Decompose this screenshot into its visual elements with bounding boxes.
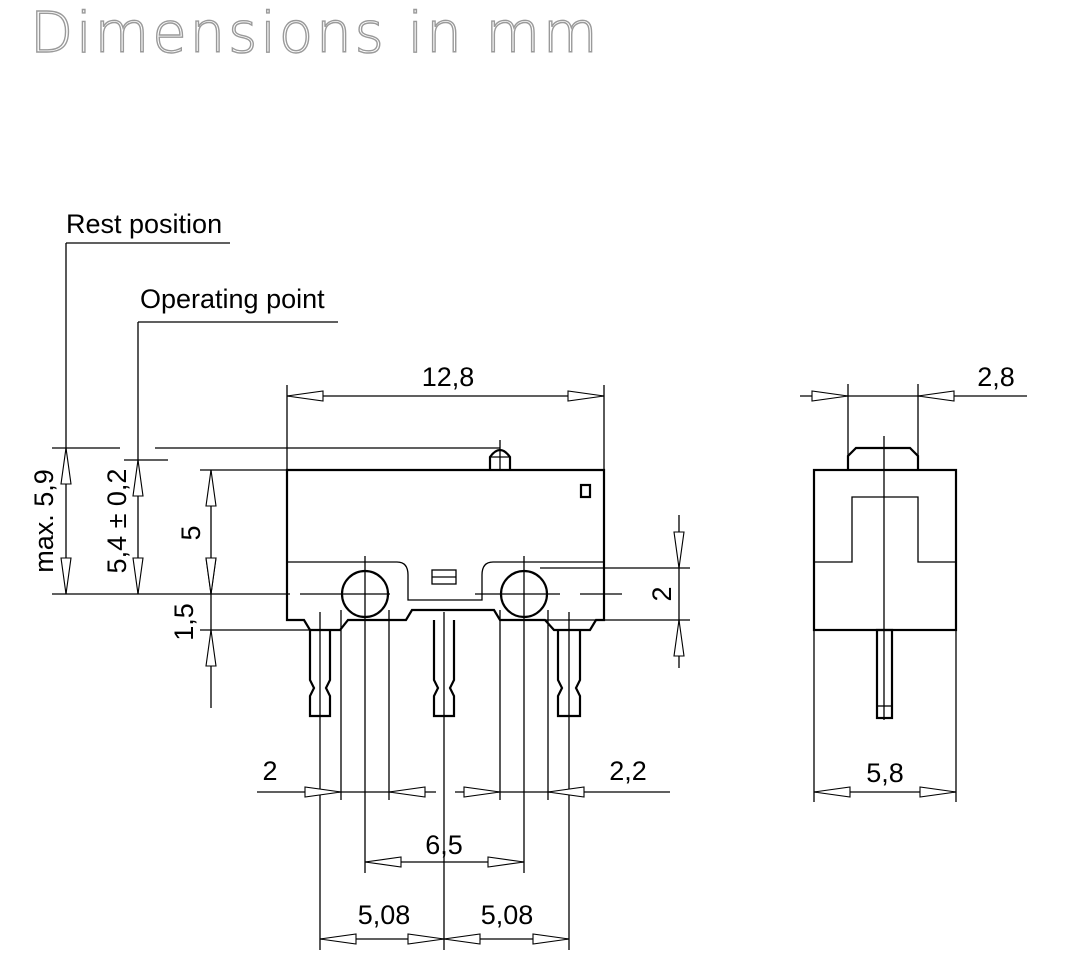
dim-side-width-label: 5,8 — [866, 758, 904, 788]
dim-operating-height-label: 5,4 ± 0,2 — [102, 469, 132, 574]
page-title: Dimensions in mm — [29, 1, 601, 66]
dim-pin-left-label: 2 — [262, 756, 277, 786]
body-marker — [579, 483, 592, 499]
front-body-outline — [285, 468, 606, 632]
dim-actuator-width-label: 2,8 — [977, 362, 1015, 392]
dim-max-height-label: max. 5,9 — [29, 469, 59, 573]
front-view-dimensions: 12,8 Rest position Operating point max. … — [29, 209, 690, 950]
dim-pitch-right-label: 5,08 — [481, 900, 534, 930]
side-view: 2,8 5,8 — [800, 362, 1027, 802]
dim-pin-right-label: 2,2 — [609, 756, 647, 786]
dim-length-label: 12,8 — [422, 362, 475, 392]
side-body-outline — [812, 468, 958, 632]
dim-body-height-label: 5 — [176, 525, 206, 540]
side-pin — [875, 628, 894, 720]
dim-pitch-left-label: 5,08 — [358, 900, 411, 930]
side-actuator — [846, 446, 920, 470]
front-view — [285, 440, 606, 718]
label-rest-position: Rest position — [66, 209, 222, 239]
dim-hole-diameter-label: 2 — [647, 586, 677, 601]
label-operating-point: Operating point — [140, 284, 325, 314]
dim-pin-offset-label: 1,5 — [169, 603, 199, 641]
dim-hole-spacing-label: 6,5 — [425, 830, 463, 860]
